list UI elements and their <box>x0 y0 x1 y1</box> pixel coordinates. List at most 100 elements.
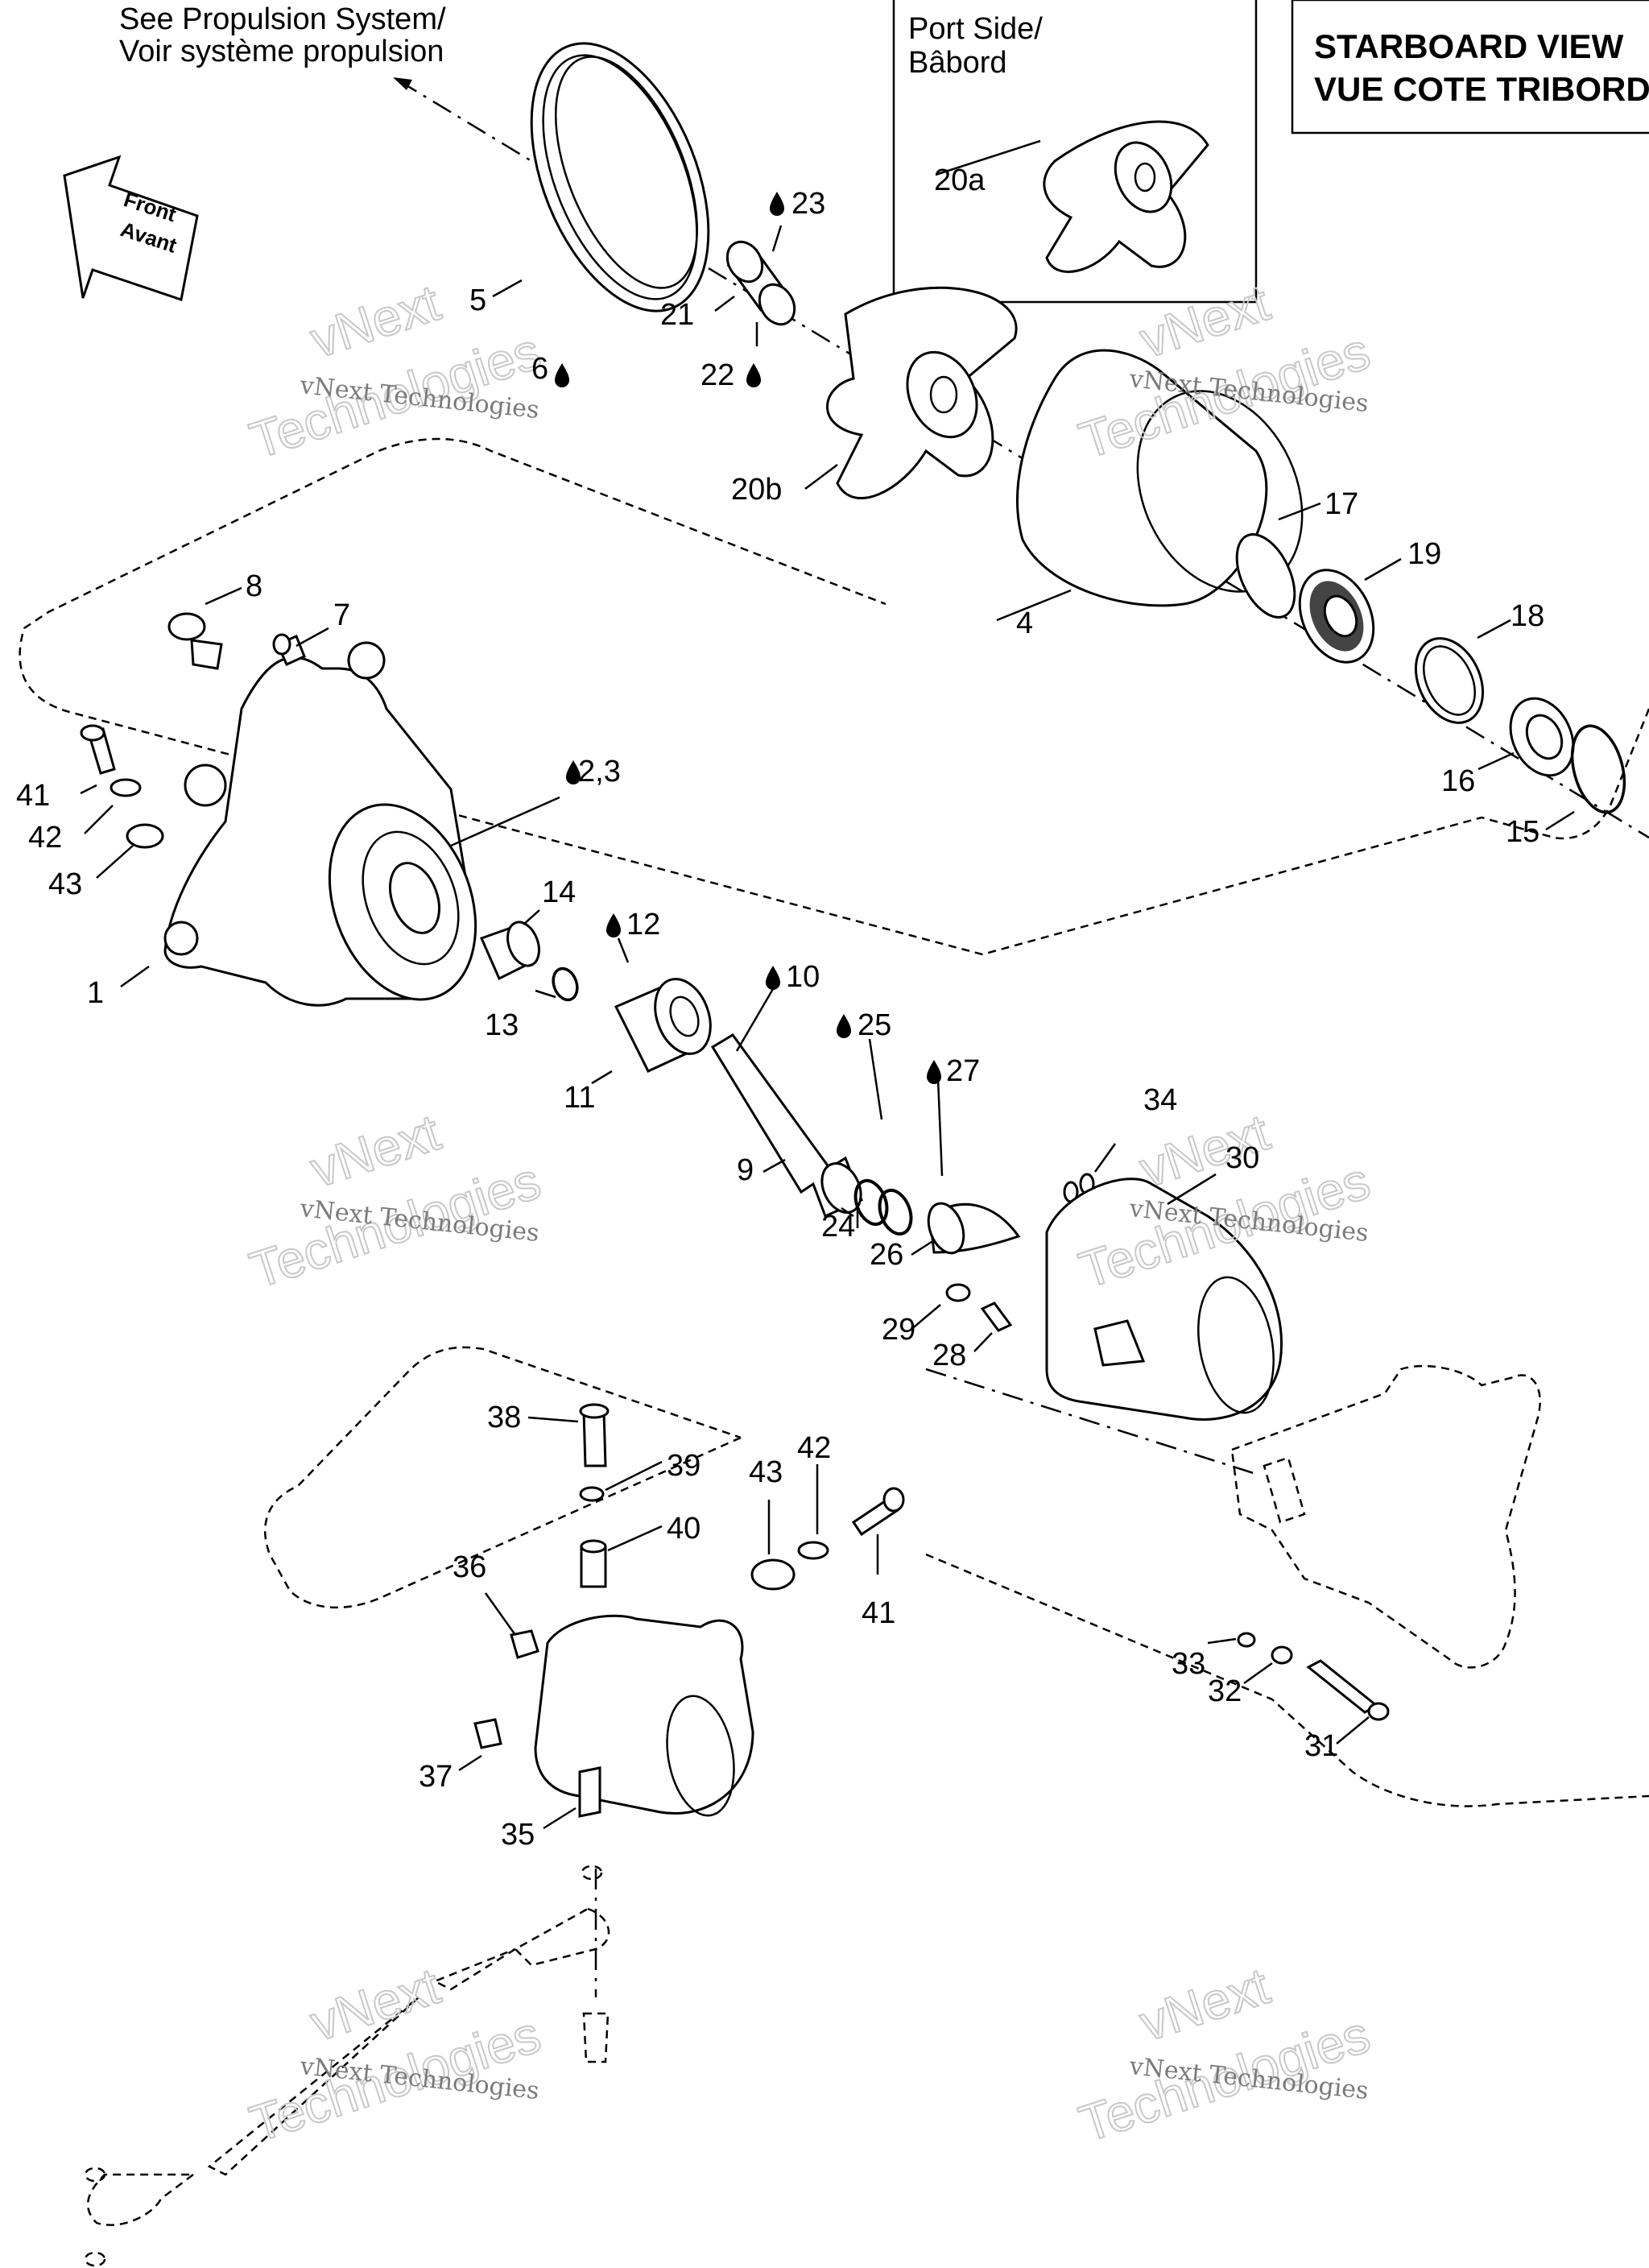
callout-24: 24 <box>821 1210 855 1244</box>
callout-9: 9 <box>737 1153 754 1187</box>
callout-27: 27 <box>946 1054 980 1088</box>
callout-5: 5 <box>469 284 486 317</box>
callout-2-3: 2,3 <box>578 755 621 788</box>
part-17-circlip <box>1235 533 1296 619</box>
callout-labels: 5 6 21 22 23 20a 20b 4 17 19 18 16 15 8 … <box>16 163 1544 1852</box>
callout-36: 36 <box>453 1550 486 1584</box>
part-43-grommet-upper <box>126 823 164 849</box>
part-1-pump-housing <box>163 641 477 1007</box>
callout-43-upper: 43 <box>48 867 82 901</box>
part-42-washer-lower <box>797 1541 829 1560</box>
callout-30: 30 <box>1225 1141 1259 1175</box>
part-11-bearing <box>614 978 712 1073</box>
callout-12: 12 <box>626 908 660 942</box>
part-5-wear-ring <box>530 42 710 312</box>
callout-25: 25 <box>858 1008 891 1042</box>
port-side-label-line1: Port Side/ <box>908 12 1043 46</box>
lubricant-drop-icon <box>555 363 569 387</box>
steering-support-outline <box>1230 1364 1541 1669</box>
port-side-label-line2: Bâbord <box>908 46 1007 80</box>
callout-20b: 20b <box>731 473 782 507</box>
part-42-washer-upper <box>110 778 142 797</box>
part-32-washer <box>1271 1645 1293 1665</box>
part-18-ring <box>1414 637 1485 724</box>
callout-14: 14 <box>542 875 576 909</box>
callout-43-lower: 43 <box>749 1455 783 1489</box>
part-4-impeller-housing <box>1016 349 1304 607</box>
part-14-sleeve <box>479 921 540 981</box>
callout-21: 21 <box>660 298 694 332</box>
part-16-bearing <box>1509 697 1575 777</box>
leader-lines <box>80 139 1575 1830</box>
view-title-box: STARBOARD VIEW VUE COTE TRIBORD <box>1291 0 1649 135</box>
lubricant-drop-icon <box>766 966 780 990</box>
propulsion-note-line1: See Propulsion System/ <box>119 2 446 36</box>
callout-8: 8 <box>246 569 262 603</box>
callout-11: 11 <box>564 1081 595 1115</box>
part-15-o-ring <box>1570 724 1626 814</box>
part-38-bolt <box>579 1403 610 1467</box>
callout-26: 26 <box>870 1238 903 1272</box>
callout-13: 13 <box>485 1008 519 1042</box>
callout-42-upper: 42 <box>28 821 62 855</box>
part-7-plug <box>272 633 306 666</box>
lubricant-drop-icon <box>927 1060 941 1084</box>
part-24-o-ring-b <box>878 1188 913 1236</box>
part-20b-impeller <box>826 286 1018 499</box>
callout-18: 18 <box>1511 599 1544 633</box>
view-title-line1: STARBOARD VIEW <box>1314 27 1624 65</box>
callout-29: 29 <box>882 1313 915 1347</box>
part-36-nut <box>510 1629 539 1659</box>
callout-41-lower: 41 <box>862 1596 895 1630</box>
view-title-line2: VUE COTE TRIBORD <box>1314 70 1649 108</box>
callout-31: 31 <box>1304 1729 1338 1763</box>
part-9-drive-shaft <box>710 1033 863 1219</box>
propulsion-note-line2: Voir système propulsion <box>119 35 444 68</box>
callout-39: 39 <box>667 1449 701 1483</box>
callout-15: 15 <box>1506 815 1539 849</box>
part-31-bolt <box>1306 1659 1390 1721</box>
part-29-washer <box>945 1283 971 1302</box>
part-37-nut <box>473 1718 502 1749</box>
callout-41-upper: 41 <box>16 779 50 813</box>
part-20a-impeller <box>1043 120 1209 273</box>
steering-linkage <box>84 1864 610 2267</box>
part-39-washer <box>579 1486 605 1502</box>
callout-35: 35 <box>501 1818 535 1852</box>
part-26-cone <box>927 1202 1021 1255</box>
part-35-steering-nozzle <box>534 1614 754 1818</box>
callout-6: 6 <box>531 352 548 386</box>
part-21-sleeve <box>725 240 796 326</box>
callout-42-lower: 42 <box>797 1431 831 1465</box>
callout-38: 38 <box>487 1401 521 1434</box>
watermark-5: vNext Technologies vNext Technologies <box>242 1956 548 2154</box>
lower-axis-line <box>925 1368 1257 1475</box>
lubricant-drop-icon <box>770 192 784 216</box>
callout-28: 28 <box>932 1339 966 1372</box>
watermark-3: vNext Technologies vNext Technologies <box>242 1102 548 1300</box>
callout-17: 17 <box>1325 487 1358 521</box>
lubricant-drop-icon <box>837 1014 851 1038</box>
axis-arrowhead-icon <box>393 77 412 90</box>
callout-32: 32 <box>1208 1674 1242 1708</box>
callout-34: 34 <box>1143 1083 1177 1117</box>
callout-7: 7 <box>333 598 350 632</box>
callout-20a: 20a <box>934 163 986 197</box>
part-8-fitting <box>167 612 223 670</box>
watermark-1: vNext Technologies vNext Technologies <box>242 272 548 470</box>
part-41-bolt-lower <box>851 1487 905 1537</box>
watermark-6: vNext Technologies vNext Technologies <box>1072 1956 1378 2154</box>
part-33-washer <box>1237 1632 1256 1648</box>
port-side-inset-box <box>892 0 1258 304</box>
callout-22: 22 <box>701 358 734 392</box>
part-13-o-ring <box>552 966 579 1002</box>
front-direction-arrow-icon: Front Avant <box>63 155 199 301</box>
part-30-venturi <box>1045 1177 1283 1421</box>
callout-1: 1 <box>87 976 104 1010</box>
part-40-bushing <box>580 1539 607 1588</box>
callout-19: 19 <box>1407 537 1441 571</box>
callout-10: 10 <box>786 960 820 994</box>
lubricant-drop-icon <box>746 363 761 387</box>
callout-37: 37 <box>419 1760 453 1794</box>
